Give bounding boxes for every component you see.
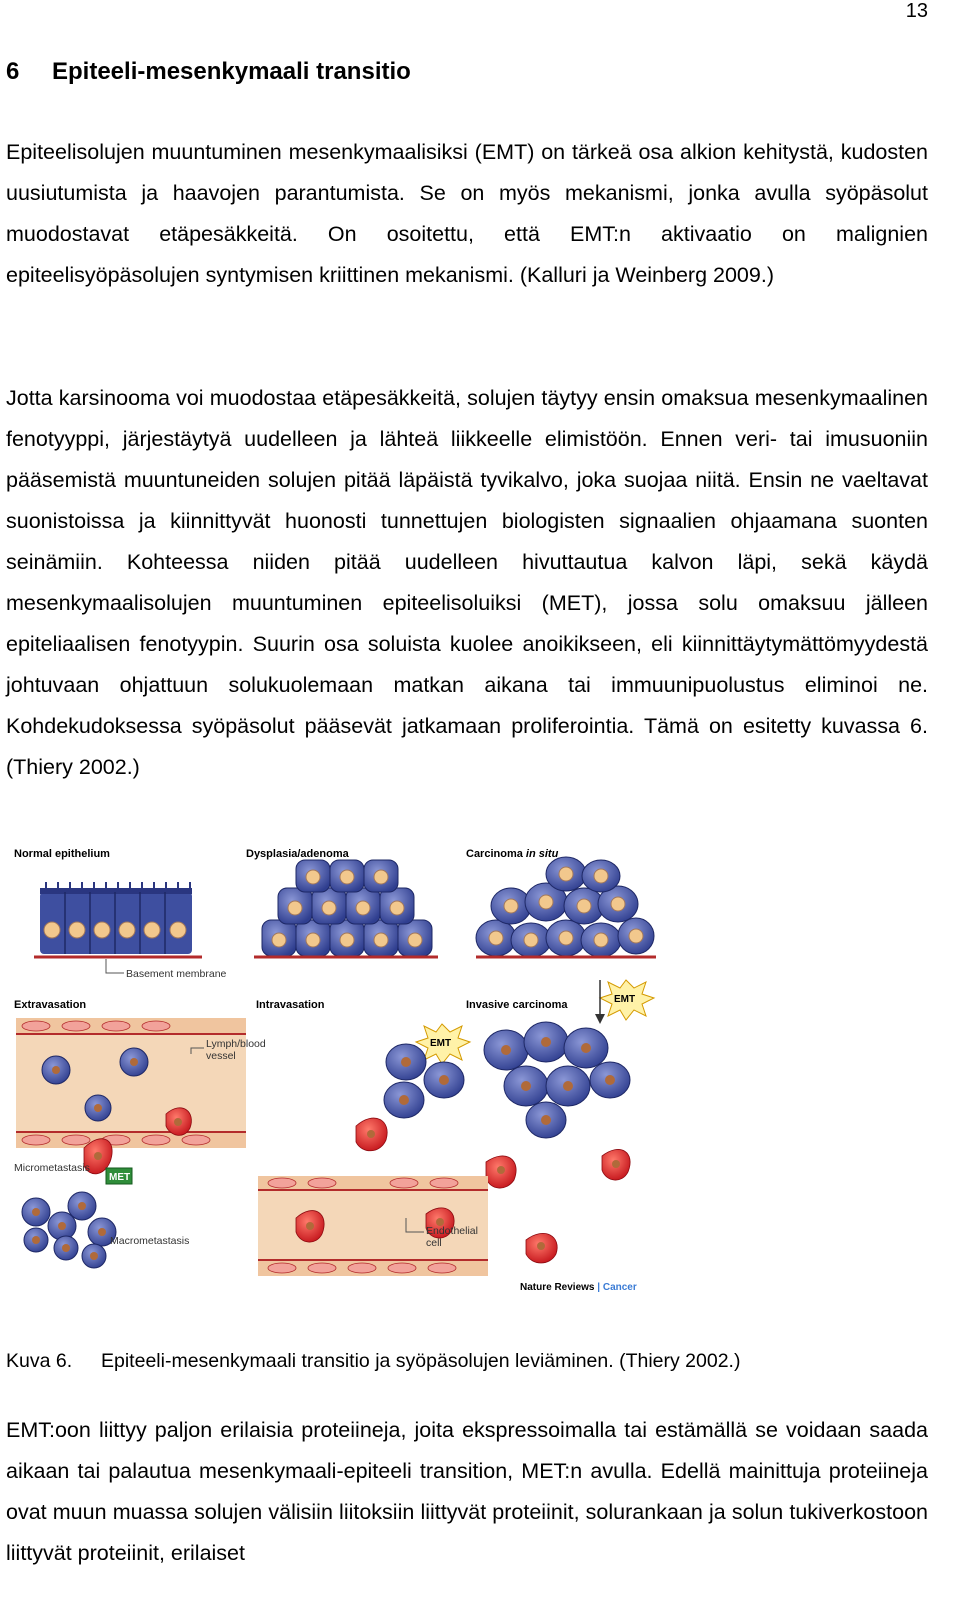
caption-text: Epiteeli-mesenkymaali transitio ja syöpä… (101, 1350, 741, 1372)
label-vessel: vessel (206, 1050, 236, 1062)
label-intravasation: Intravasation (256, 999, 325, 1011)
svg-text:EMT: EMT (614, 994, 635, 1005)
figure-caption: Kuva 6. Epiteeli-mesenkymaali transitio j… (6, 1350, 740, 1373)
label-basement-membrane: Basement membrane (126, 968, 227, 980)
section-number: 6 (6, 58, 20, 85)
section-heading: 6 Epiteeli-mesenkymaali transitio (6, 58, 411, 86)
svg-text:MET: MET (109, 1172, 130, 1183)
met-badge: MET (105, 1167, 133, 1185)
label-endothelial: Endothelial (426, 1225, 478, 1237)
caption-label: Kuva 6. (6, 1350, 73, 1372)
label-lymph-blood: Lymph/blood (206, 1038, 266, 1050)
figure-credit: Nature Reviews | Cancer (520, 1282, 637, 1293)
emt-figure: Normal epithelium Dysplasia/adenoma Carc… (14, 848, 656, 1293)
paragraph-intro: Epiteelisolujen muuntuminen mesenkymaali… (6, 140, 928, 287)
intravasation-vessel (258, 1176, 488, 1276)
label-micrometastasis: Micrometastasis (14, 1162, 90, 1174)
blood-vessel-left (16, 1018, 246, 1148)
label-extravasation: Extravasation (14, 999, 86, 1011)
svg-text:EMT: EMT (430, 1038, 451, 1049)
emt-burst-top: EMT (595, 979, 656, 1024)
label-cell: cell (426, 1237, 442, 1249)
invasive-carcinoma-illustration (383, 1021, 631, 1139)
label-macrometastasis: Macrometastasis (110, 1235, 189, 1247)
label-carcinoma: Carcinoma in situ (466, 848, 559, 860)
section-title: Epiteeli-mesenkymaali transitio (52, 58, 411, 85)
normal-epithelium-illustration (40, 882, 192, 954)
metastasis-cluster (21, 1191, 117, 1269)
label-normal-epithelium: Normal epithelium (14, 848, 110, 860)
page-number: 13 (905, 0, 928, 22)
dysplasia-illustration (261, 859, 433, 957)
paragraph-proteins: EMT:oon liittyy paljon erilaisia proteii… (6, 1418, 928, 1565)
label-invasive-carcinoma: Invasive carcinoma (466, 999, 568, 1011)
label-dysplasia: Dysplasia/adenoma (246, 848, 350, 860)
migrating-cells (83, 1107, 631, 1264)
paragraph-metastasis: Jotta karsinooma voi muodostaa etäpesäkk… (6, 386, 928, 779)
carcinoma-in-situ-illustration (475, 856, 655, 958)
